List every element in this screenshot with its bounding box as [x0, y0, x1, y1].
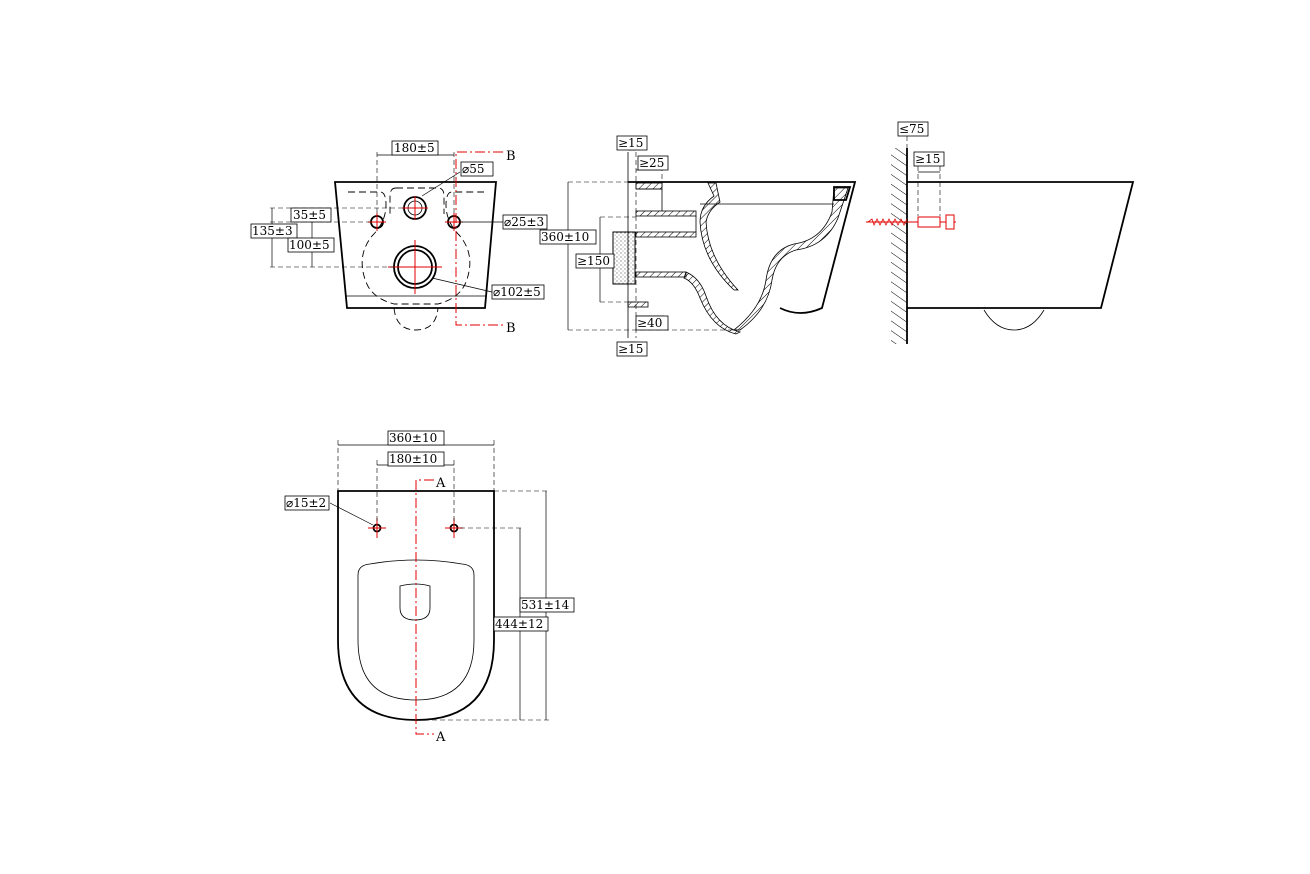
dim-upper: 35±5: [293, 208, 326, 222]
dim-15: ≥15: [915, 152, 940, 166]
dim-height: 360±10: [541, 230, 589, 244]
dim-holes: ⌀25±3: [504, 215, 544, 229]
dim-length: 531±14: [521, 598, 570, 612]
dim-width: 360±10: [389, 431, 437, 445]
dim-total: 135±3: [252, 224, 293, 238]
section-label-b-bottom: B: [506, 321, 516, 336]
front-view-hidden-foot: [393, 307, 439, 331]
dim-150: ≥150: [577, 254, 610, 268]
section-bowl-front: [732, 187, 849, 331]
front-view: 180±5 ⌀55 35±5 135±3 100±5 ⌀25±3 ⌀102±5 …: [250, 140, 548, 336]
fixing-bolt: [867, 218, 908, 227]
section-label-a-top: A: [435, 476, 446, 491]
dim-outlet: ⌀55: [462, 162, 485, 176]
dim-drain: ⌀102±5: [493, 285, 541, 299]
section-view: ≥15 ≥25 360±10 ≥150 ≥40 ≥15: [539, 135, 857, 357]
section-bowl-wall: [699, 182, 739, 291]
top-view: 360±10 180±10 ⌀15±2 531±14 444±12 A A: [284, 430, 575, 745]
section-rim-box: [833, 186, 852, 201]
dim-top-15: ≥15: [618, 136, 643, 150]
dim-lower: 100±5: [289, 238, 330, 252]
section-label-b-top: B: [506, 149, 516, 164]
dim-holes-top: 180±10: [389, 452, 437, 466]
dim-25: ≥25: [639, 156, 664, 170]
wall-hatch: [891, 148, 907, 344]
dim-bottom-15: ≥15: [618, 342, 643, 356]
section-label-a-bottom: A: [435, 730, 446, 745]
dim-hole-dia: ⌀15±2: [286, 496, 326, 510]
front-view-hidden-inner: [348, 191, 484, 305]
side-foot: [983, 309, 1045, 331]
section-line-b: [455, 151, 503, 326]
dim-inner: 444±12: [495, 617, 543, 631]
section-outline: [628, 181, 857, 314]
front-view-hidden-rim: [389, 187, 445, 214]
drain-pipe: [612, 231, 636, 285]
side-view: ≤75 ≥15: [866, 121, 1135, 344]
side-outline: [907, 181, 1135, 309]
dim-holes-spacing: 180±5: [394, 141, 435, 155]
front-view-outline: [334, 181, 497, 309]
dim-75: ≤75: [899, 122, 924, 136]
top-view-seat-opening: [357, 559, 475, 701]
section-line-a: [415, 479, 434, 735]
dim-40: ≥40: [637, 316, 662, 330]
top-view-seat-inner: [399, 583, 431, 621]
